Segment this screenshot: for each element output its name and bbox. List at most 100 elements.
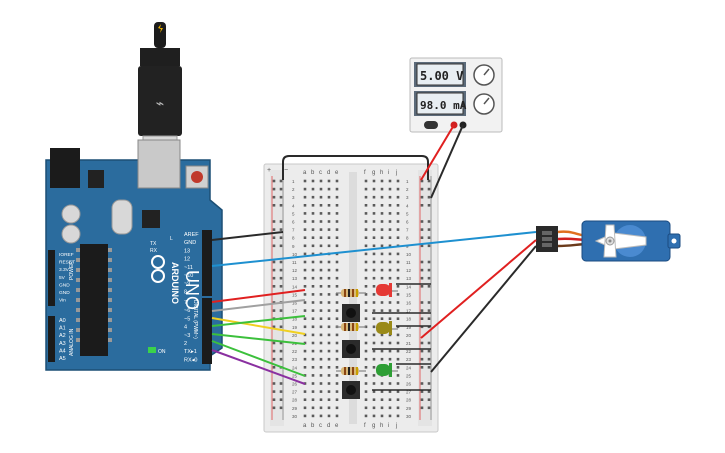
breadboard-hole[interactable]	[364, 268, 368, 272]
breadboard-hole[interactable]	[380, 301, 384, 304]
breadboard-hole[interactable]	[335, 366, 339, 369]
breadboard-hole[interactable]	[372, 228, 376, 231]
breadboard-hole[interactable]	[396, 414, 400, 418]
breadboard-hole[interactable]	[372, 325, 376, 329]
breadboard-hole[interactable]	[303, 309, 307, 312]
breadboard-hole[interactable]	[319, 309, 323, 312]
breadboard-hole[interactable]	[319, 382, 323, 385]
breadboard-hole[interactable]	[364, 309, 368, 312]
breadboard-hole[interactable]	[335, 341, 339, 345]
breadboard-hole[interactable]	[380, 260, 384, 264]
rail-hole[interactable]	[272, 382, 276, 385]
breadboard-hole[interactable]	[335, 195, 339, 199]
breadboard-hole[interactable]	[396, 268, 400, 272]
rail-hole[interactable]	[420, 228, 424, 231]
breadboard-hole[interactable]	[388, 276, 392, 280]
breadboard-hole[interactable]	[335, 390, 339, 393]
breadboard-hole[interactable]	[327, 333, 331, 337]
breadboard-hole[interactable]	[380, 244, 384, 248]
breadboard-hole[interactable]	[335, 374, 339, 377]
breadboard-hole[interactable]	[364, 220, 368, 223]
breadboard-hole[interactable]	[327, 325, 331, 329]
rail-hole[interactable]	[272, 236, 276, 239]
pushbutton-2[interactable]	[342, 340, 360, 358]
breadboard-hole[interactable]	[327, 366, 331, 369]
breadboard-hole[interactable]	[319, 349, 323, 353]
breadboard-hole[interactable]	[327, 357, 331, 361]
breadboard-hole[interactable]	[380, 204, 384, 207]
breadboard-hole[interactable]	[319, 357, 323, 361]
breadboard-hole[interactable]	[396, 236, 400, 239]
breadboard-hole[interactable]	[396, 220, 400, 223]
breadboard-hole[interactable]	[364, 260, 368, 264]
rail-hole[interactable]	[272, 244, 276, 248]
breadboard-hole[interactable]	[388, 260, 392, 264]
rail-hole[interactable]	[427, 220, 431, 223]
breadboard-hole[interactable]	[303, 301, 307, 304]
breadboard-hole[interactable]	[364, 398, 368, 401]
digital-header-top[interactable]	[202, 230, 212, 296]
breadboard-hole[interactable]	[303, 349, 307, 353]
breadboard-hole[interactable]	[388, 228, 392, 231]
breadboard-hole[interactable]	[380, 236, 384, 239]
breadboard-hole[interactable]	[388, 195, 392, 199]
breadboard-hole[interactable]	[380, 398, 384, 401]
rail-hole[interactable]	[420, 276, 424, 280]
rail-hole[interactable]	[427, 228, 431, 231]
breadboard-hole[interactable]	[380, 179, 384, 183]
breadboard-hole[interactable]	[327, 187, 331, 191]
breadboard-hole[interactable]	[396, 260, 400, 264]
rail-hole[interactable]	[420, 220, 424, 223]
breadboard-hole[interactable]	[396, 333, 400, 337]
breadboard-hole[interactable]	[327, 212, 331, 215]
breadboard-hole[interactable]	[319, 406, 323, 410]
breadboard-hole[interactable]	[364, 333, 368, 337]
breadboard-hole[interactable]	[396, 293, 400, 296]
breadboard-hole[interactable]	[380, 195, 384, 199]
rail-hole[interactable]	[279, 325, 283, 329]
breadboard-hole[interactable]	[335, 349, 339, 353]
breadboard-hole[interactable]	[372, 366, 376, 369]
breadboard-hole[interactable]	[388, 236, 392, 239]
breadboard-hole[interactable]	[396, 301, 400, 304]
breadboard-hole[interactable]	[372, 285, 376, 288]
breadboard-hole[interactable]	[311, 212, 315, 215]
rail-hole[interactable]	[420, 244, 424, 248]
breadboard-hole[interactable]	[396, 349, 400, 353]
rail-hole[interactable]	[272, 357, 276, 361]
rail-hole[interactable]	[420, 382, 424, 385]
rail-hole[interactable]	[272, 325, 276, 329]
breadboard-hole[interactable]	[396, 382, 400, 385]
breadboard-hole[interactable]	[388, 390, 392, 393]
rail-hole[interactable]	[427, 179, 431, 183]
breadboard-hole[interactable]	[303, 220, 307, 223]
breadboard-hole[interactable]	[327, 341, 331, 345]
breadboard-hole[interactable]	[303, 260, 307, 264]
breadboard-hole[interactable]	[335, 357, 339, 361]
breadboard-hole[interactable]	[311, 228, 315, 231]
breadboard-hole[interactable]	[388, 309, 392, 312]
breadboard-hole[interactable]	[364, 187, 368, 191]
breadboard-hole[interactable]	[372, 252, 376, 256]
breadboard-hole[interactable]	[327, 414, 331, 418]
rail-hole[interactable]	[272, 398, 276, 401]
breadboard-hole[interactable]	[311, 333, 315, 337]
rail-hole[interactable]	[427, 349, 431, 353]
rail-hole[interactable]	[279, 341, 283, 345]
breadboard-hole[interactable]	[388, 212, 392, 215]
rail-hole[interactable]	[427, 406, 431, 410]
breadboard-hole[interactable]	[319, 276, 323, 280]
breadboard-hole[interactable]	[327, 406, 331, 410]
breadboard-hole[interactable]	[364, 390, 368, 393]
breadboard-hole[interactable]	[303, 228, 307, 231]
breadboard-hole[interactable]	[372, 195, 376, 199]
breadboard-hole[interactable]	[380, 317, 384, 320]
rail-hole[interactable]	[279, 260, 283, 264]
rail-hole[interactable]	[272, 301, 276, 304]
rail-hole[interactable]	[427, 195, 431, 199]
rail-hole[interactable]	[420, 317, 424, 320]
power-header[interactable]	[48, 250, 55, 306]
breadboard-hole[interactable]	[319, 333, 323, 337]
rail-hole[interactable]	[427, 268, 431, 272]
rail-hole[interactable]	[420, 268, 424, 272]
